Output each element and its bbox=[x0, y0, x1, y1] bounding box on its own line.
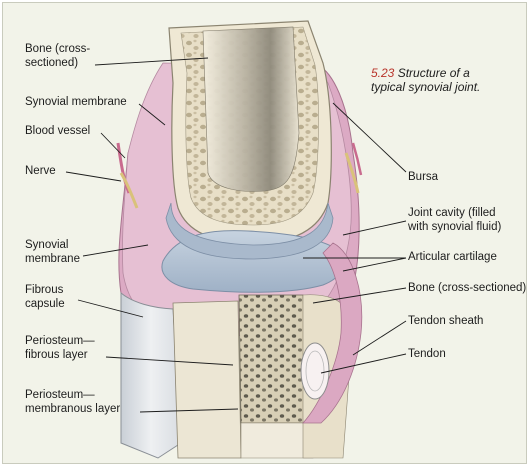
label-synovial-membrane-left-line-1: Synovial bbox=[25, 239, 80, 253]
label-bone-top-line-2: sectioned) bbox=[25, 57, 90, 71]
label-periosteum-fibrous-line-2: fibrous layer bbox=[25, 349, 95, 363]
label-bone-right: Bone (cross-sectioned) bbox=[408, 282, 526, 296]
label-periosteum-membranous-line-2: membranous layer bbox=[25, 403, 120, 417]
label-periosteum-fibrous: Periosteum— fibrous layer bbox=[25, 335, 95, 362]
label-fibrous-capsule-line-1: Fibrous bbox=[25, 284, 65, 298]
label-bone-top: Bone (cross- sectioned) bbox=[25, 43, 90, 70]
label-joint-cavity-line-1: Joint cavity (filled bbox=[408, 207, 501, 221]
caption-line-2: typical synovial joint. bbox=[371, 80, 480, 94]
label-periosteum-membranous-line-1: Periosteum— bbox=[25, 389, 120, 403]
figure-frame: 5.23 Structure of a typical synovial joi… bbox=[2, 2, 527, 464]
figure-caption: 5.23 Structure of a typical synovial joi… bbox=[371, 66, 480, 94]
label-bone-top-line-1: Bone (cross- bbox=[25, 43, 90, 57]
label-tendon-sheath: Tendon sheath bbox=[408, 315, 483, 329]
label-joint-cavity: Joint cavity (filled with synovial fluid… bbox=[408, 207, 501, 234]
label-articular-cartilage: Articular cartilage bbox=[408, 251, 497, 265]
label-nerve: Nerve bbox=[25, 165, 56, 179]
label-fibrous-capsule: Fibrous capsule bbox=[25, 284, 65, 311]
label-synovial-membrane-left-line-2: membrane bbox=[25, 253, 80, 267]
label-blood-vessel: Blood vessel bbox=[25, 125, 90, 139]
label-periosteum-fibrous-line-1: Periosteum— bbox=[25, 335, 95, 349]
label-periosteum-membranous: Periosteum— membranous layer bbox=[25, 389, 120, 416]
figure-number: 5.23 bbox=[371, 66, 394, 80]
label-tendon: Tendon bbox=[408, 348, 446, 362]
label-bursa: Bursa bbox=[408, 171, 438, 185]
label-fibrous-capsule-line-2: capsule bbox=[25, 298, 65, 312]
label-synovial-membrane-left: Synovial membrane bbox=[25, 239, 80, 266]
label-synovial-membrane-top: Synovial membrane bbox=[25, 96, 127, 110]
caption-line-1: Structure of a bbox=[398, 66, 470, 80]
label-joint-cavity-line-2: with synovial fluid) bbox=[408, 221, 501, 235]
